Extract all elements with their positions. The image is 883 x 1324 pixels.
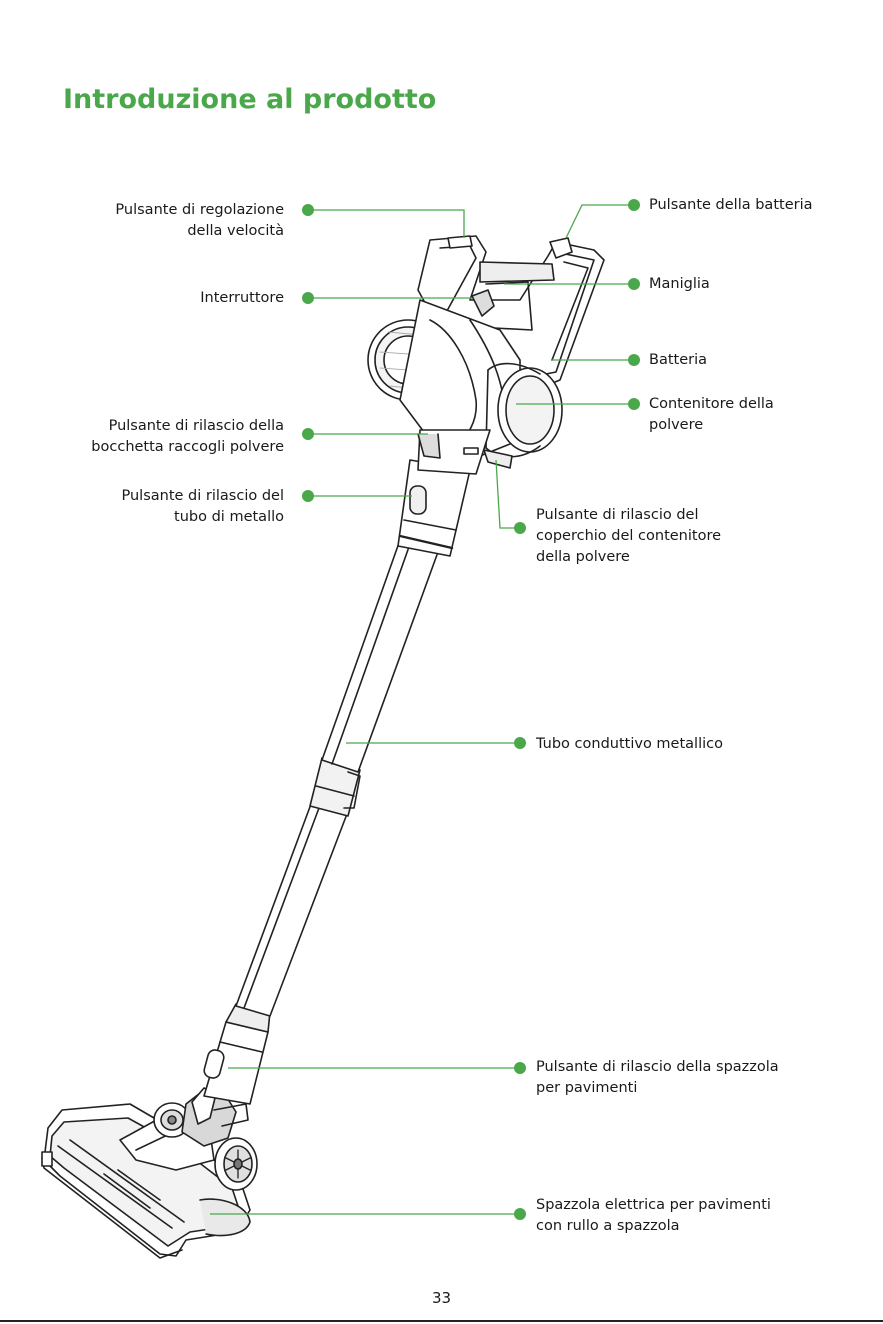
tube-release-collar	[398, 460, 470, 556]
dot-power-switch	[302, 292, 314, 304]
dot-battery-button	[628, 199, 640, 211]
dot-battery	[628, 354, 640, 366]
dot-handle	[628, 278, 640, 290]
dot-tube-release	[302, 490, 314, 502]
dot-speed-button	[302, 204, 314, 216]
dot-metal-tube	[514, 737, 526, 749]
brush-wheel-front	[215, 1138, 257, 1190]
metal-tube	[236, 540, 438, 1016]
lower-connector	[203, 1004, 270, 1104]
dot-nozzle-release	[302, 428, 314, 440]
dot-lid-release	[514, 522, 526, 534]
bottom-rule	[0, 1320, 883, 1322]
page-number: 33	[0, 1289, 883, 1307]
floor-brush-head	[42, 1088, 257, 1258]
dot-electric-brush	[514, 1208, 526, 1220]
dot-dust-container	[628, 398, 640, 410]
dot-floor-brush-release	[514, 1062, 526, 1074]
